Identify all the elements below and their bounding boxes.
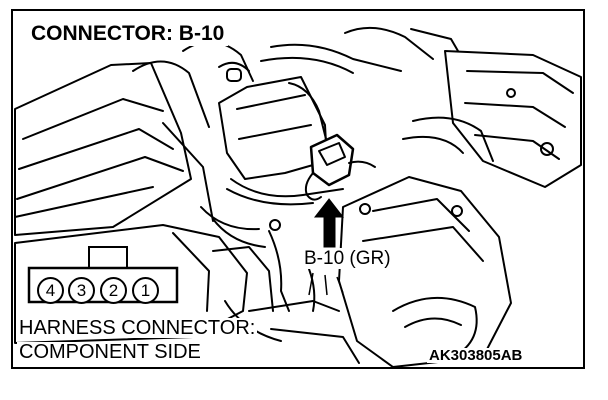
engine-bay-illustration xyxy=(14,26,582,367)
connector-label: B-10 (GR) xyxy=(301,248,394,269)
harness-caption-line1: HARNESS CONNECTOR: xyxy=(17,317,258,339)
pin-3: 3 xyxy=(68,277,95,304)
pin-1: 1 xyxy=(132,277,159,304)
pin-2: 2 xyxy=(100,277,127,304)
diagram-frame: CONNECTOR: B-10 4 3 2 1 B-10 (GR) HARNES… xyxy=(11,9,585,369)
harness-caption-line2: COMPONENT SIDE xyxy=(17,341,203,363)
pin-4: 4 xyxy=(37,277,64,304)
figure-code: AK303805AB xyxy=(427,347,525,364)
page-title: CONNECTOR: B-10 xyxy=(27,22,229,46)
